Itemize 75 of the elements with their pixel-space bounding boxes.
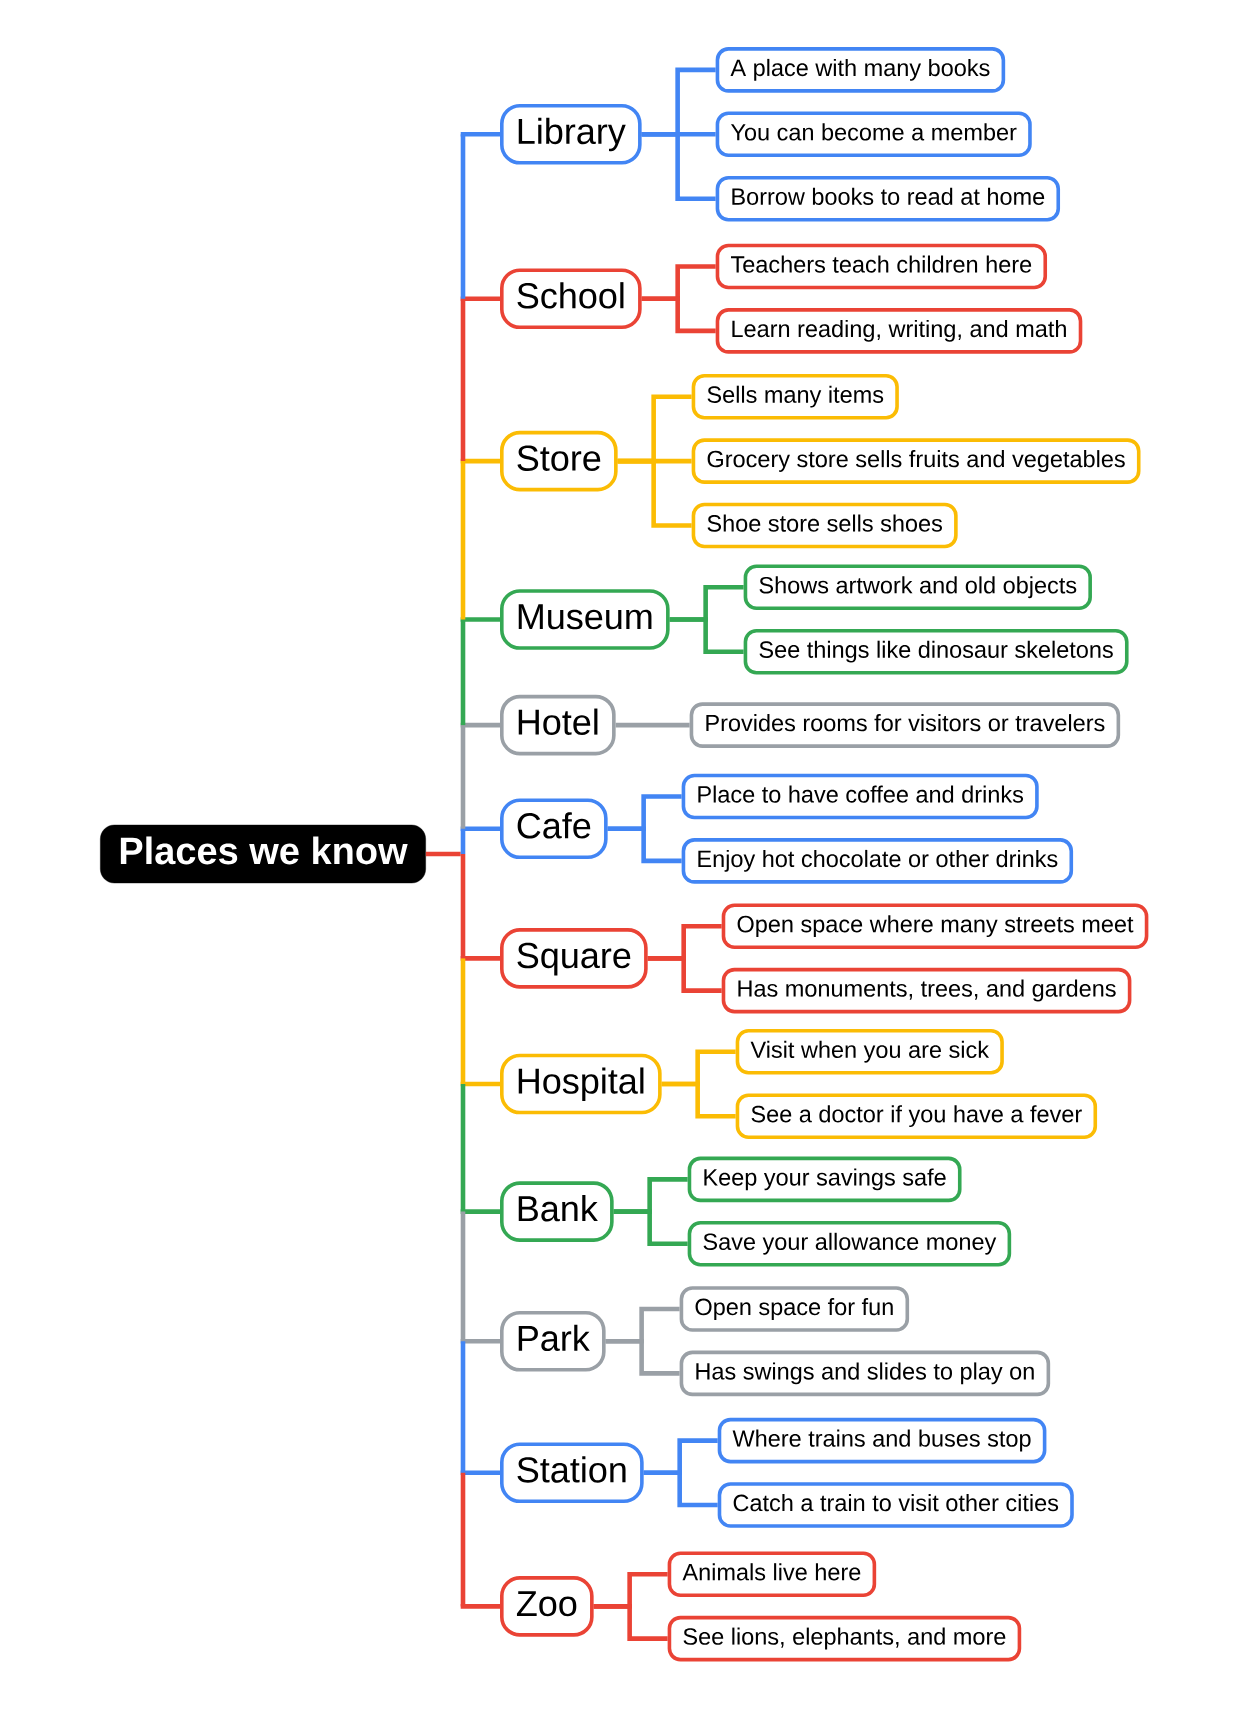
detail-box: Grocery store sells fruits and vegetables [691,438,1141,484]
connector-line [460,1081,500,1087]
detail-box: Open space where many streets meet [721,903,1149,949]
connector-line [460,132,500,137]
detail-box: Save your allowance money [687,1221,1012,1267]
category-box: Square [500,928,648,989]
connector-line [460,1338,500,1344]
detail-box: Open space for fun [679,1286,910,1332]
connector-line [460,134,466,299]
connector-line [460,298,466,462]
detail-box: You can become a member [715,111,1032,158]
connector-line [460,458,500,464]
connector-line [460,617,500,622]
detail-box: Learn reading, writing, and math [715,308,1083,354]
connector-line [460,854,466,959]
detail-box: Enjoy hot chocolate or other drinks [681,838,1074,884]
connector-line [460,826,500,831]
connector-line [593,1604,668,1641]
detail-box: Provides rooms for visitors or travelers [689,702,1121,748]
central-topic-box: Places we know [100,824,426,884]
category-box: Zoo [500,1576,594,1637]
detail-box: Catch a train to visit other cities [717,1482,1074,1528]
connector-line [615,722,690,728]
connector-line [460,1209,500,1214]
detail-box: Borrow books to read at home [715,175,1061,222]
connector-line [460,958,466,1084]
connector-line [647,956,722,993]
detail-box: See a doctor if you have a fever [735,1093,1098,1139]
category-box: Bank [500,1181,614,1242]
category-box: School [500,268,642,329]
category-box: Station [500,1442,644,1504]
connector-line [460,1341,466,1473]
connector-line [460,1472,466,1607]
connector-line [460,1084,466,1212]
connector-line [641,296,716,334]
connector-line [669,617,744,654]
connector-line [617,458,692,528]
connector-line [607,826,682,864]
category-box: Park [500,1310,606,1372]
connector-line [460,461,466,620]
connector-line [460,722,500,728]
detail-box: Shows artwork and old objects [743,564,1092,611]
detail-box: Has monuments, trees, and gardens [721,967,1132,1014]
detail-box: See lions, elephants, and more [667,1615,1022,1662]
connector-line [643,1470,718,1508]
connector-line [460,1604,500,1609]
category-box: Museum [500,589,670,650]
detail-box: Shoe store sells shoes [691,502,958,549]
connector-line [460,296,500,301]
category-box: Hotel [500,694,616,756]
category-box: Cafe [500,798,608,859]
connector-line [460,828,466,854]
detail-box: See things like dinosaur skeletons [743,628,1129,675]
connector-line [425,851,461,857]
connector-line [460,725,466,829]
detail-box: Sells many items [691,373,899,420]
detail-box: A place with many books [715,47,1006,93]
detail-box: Animals live here [667,1551,877,1597]
category-box: Store [500,430,618,492]
connector-line [460,956,500,961]
connector-line [613,1209,688,1247]
connector-line [641,132,716,201]
detail-box: Has swings and slides to play on [679,1350,1051,1397]
detail-box: Place to have coffee and drinks [681,773,1039,820]
category-box: Hospital [500,1053,662,1115]
connector-line [661,1081,736,1119]
connector-line [460,1211,466,1342]
connector-line [460,619,466,726]
detail-box: Teachers teach children here [715,243,1048,290]
category-box: Library [500,104,642,165]
detail-box: Where trains and buses stop [717,1417,1047,1464]
connector-line [605,1338,680,1376]
connector-line [460,1470,500,1476]
detail-box: Visit when you are sick [735,1029,1004,1075]
detail-box: Keep your savings safe [687,1156,962,1203]
